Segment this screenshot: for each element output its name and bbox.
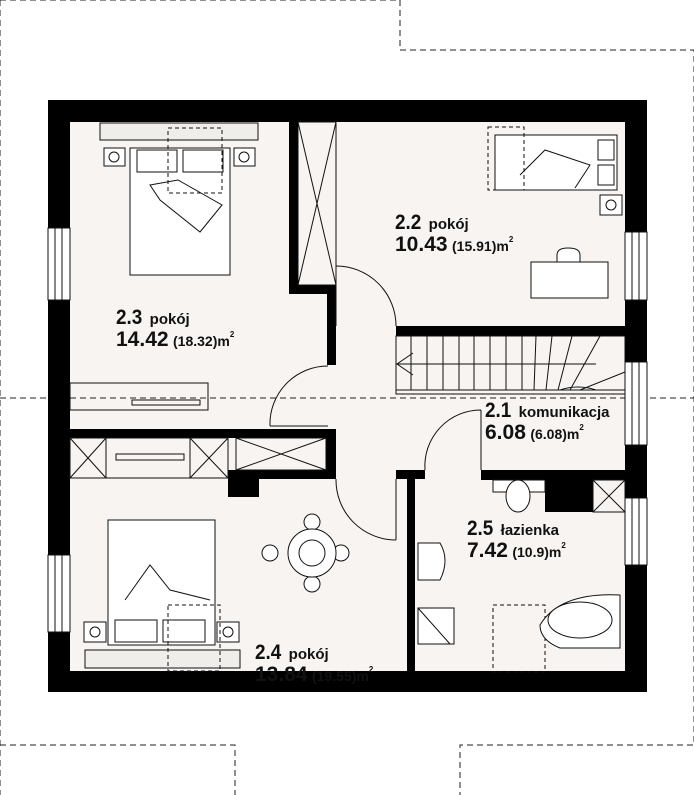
unit: m [548,544,562,561]
room-area: 10.43 [395,233,448,257]
room-total-area: (6.08) [530,426,567,443]
unit: m [566,426,580,443]
room-area: 7.42 [467,539,508,563]
room-label-2-2: 2.2 pokój 10.43 (15.91)m2 [395,211,514,257]
unit-sup: 2 [579,423,584,433]
unit-sup: 2 [229,330,235,340]
room-label-2-3: 2.3 pokój 14.42 (18.32)m2 [116,306,235,352]
unit: m [217,333,230,350]
room-name: komunikacja [518,404,610,421]
room-total-area: (10.9) [512,544,549,561]
furniture [83,122,623,673]
room-number: 2.4 [255,641,282,664]
room-name: pokój [149,311,190,328]
room-name: łazienka [500,522,560,539]
room-label-2-4: 2.4 pokój 13.84 (19.55)m2 [255,641,374,687]
room-number: 2.5 [467,517,494,540]
stairs [395,335,626,395]
doors [269,265,482,541]
room-label-2-5: 2.5 łazienka 7.42 (10.9)m2 [467,517,566,563]
unit: m [496,238,509,255]
room-area: 6.08 [485,421,526,445]
room-name: pokój [288,646,329,663]
room-area: 14.42 [116,328,169,352]
room-total-area: (18.32) [173,333,218,350]
room-number: 2.3 [116,306,143,329]
windows [47,227,648,633]
room-number: 2.1 [485,399,512,422]
room-total-area: (15.91) [452,238,497,255]
room-label-2-1: 2.1 komunikacja 6.08 (6.08)m2 [485,399,610,445]
room-area: 13.84 [255,663,308,687]
unit-sup: 2 [561,541,566,551]
unit-sup: 2 [368,665,374,675]
closets [69,121,626,513]
interior-walls [70,122,625,671]
unit: m [356,668,369,685]
room-number: 2.2 [395,211,422,234]
room-name: pokój [428,216,469,233]
unit-sup: 2 [508,235,514,245]
room-total-area: (19.55) [312,668,357,685]
